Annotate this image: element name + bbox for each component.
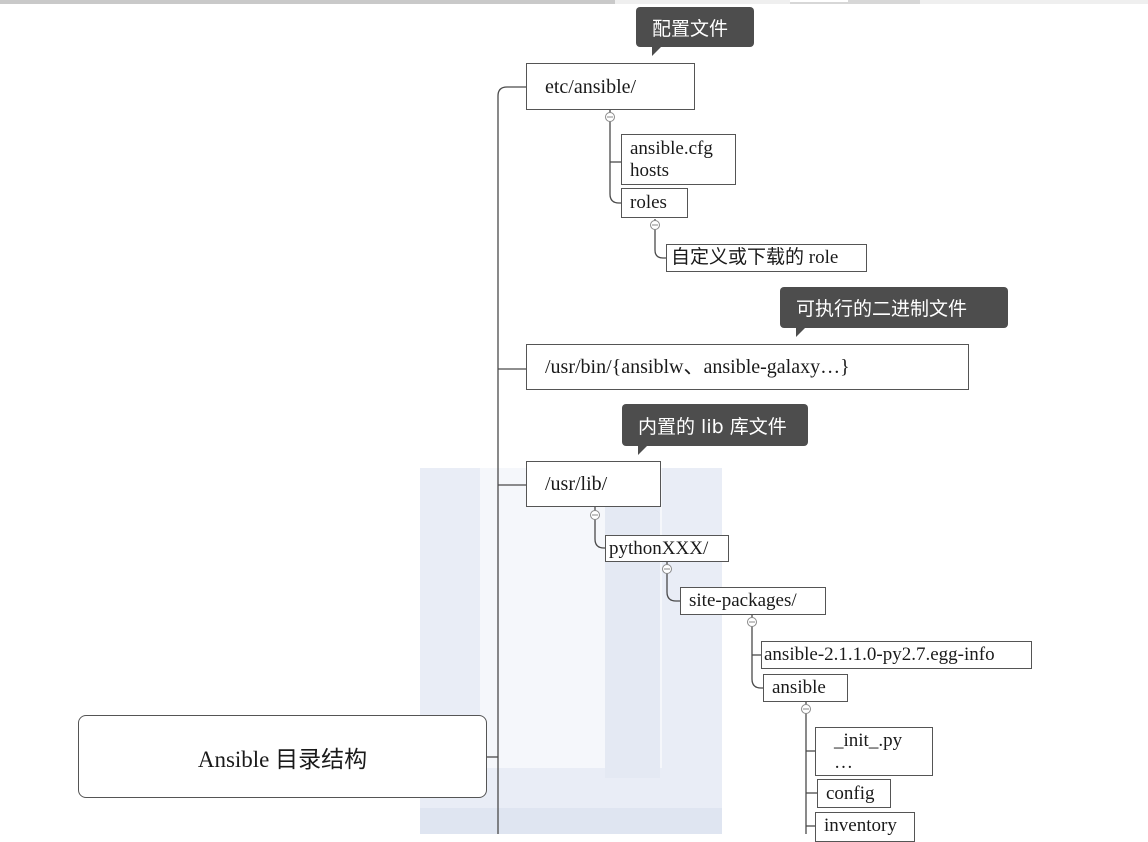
root-node-label: Ansible 目录结构 [197,746,368,772]
node-usr-lib-label: /usr/lib/ [545,473,608,495]
callout-lib-text: 内置的 lib 库文件 [638,415,787,438]
node-hosts-label: hosts [630,159,670,181]
node-custom-role-label: 自定义或下载的 role [671,247,839,268]
node-inventory-label: inventory [824,815,897,836]
node-inventory[interactable]: inventory [815,812,915,842]
node-config-label: config [826,782,875,804]
node-usr-bin-label: /usr/bin/{ansiblw、ansible-galaxy…} [545,356,850,378]
node-custom-role[interactable]: 自定义或下载的 role [666,244,867,272]
callout-bin-text: 可执行的二进制文件 [796,298,968,320]
node-etc-ansible-label: etc/ansible/ [545,75,637,98]
callout-bin: 可执行的二进制文件 [780,287,1008,337]
node-ansible-package[interactable]: ansible [763,674,848,702]
node-config[interactable]: config [817,779,891,808]
node-site-packages[interactable]: site-packages/ [680,587,826,615]
node-config-files[interactable]: ansible.cfg hosts [621,134,736,185]
node-ansible-cfg-label: ansible.cfg [630,137,713,159]
root-node[interactable]: Ansible 目录结构 [78,715,487,798]
node-ellipsis-label: … [834,751,853,773]
node-python[interactable]: pythonXXX/ [605,535,729,562]
node-init-py-label: _init_.py [834,729,903,751]
node-usr-lib[interactable]: /usr/lib/ [526,461,661,507]
node-ansible-package-label: ansible [772,677,826,698]
node-usr-bin[interactable]: /usr/bin/{ansiblw、ansible-galaxy…} [526,344,969,390]
callout-config: 配置文件 [636,7,754,56]
node-roles-label: roles [630,192,667,213]
node-egg-info[interactable]: ansible-2.1.1.0-py2.7.egg-info [761,641,1032,669]
node-egg-info-label: ansible-2.1.1.0-py2.7.egg-info [764,644,995,665]
node-python-label: pythonXXX/ [609,537,709,559]
node-site-packages-label: site-packages/ [689,590,797,611]
node-etc-ansible[interactable]: etc/ansible/ [526,63,695,110]
callout-config-text: 配置文件 [652,17,729,40]
callout-lib: 内置的 lib 库文件 [622,404,808,455]
top-scroll-bar [0,0,1148,4]
node-roles[interactable]: roles [621,188,688,218]
node-init-files[interactable]: _init_.py … [815,727,933,776]
